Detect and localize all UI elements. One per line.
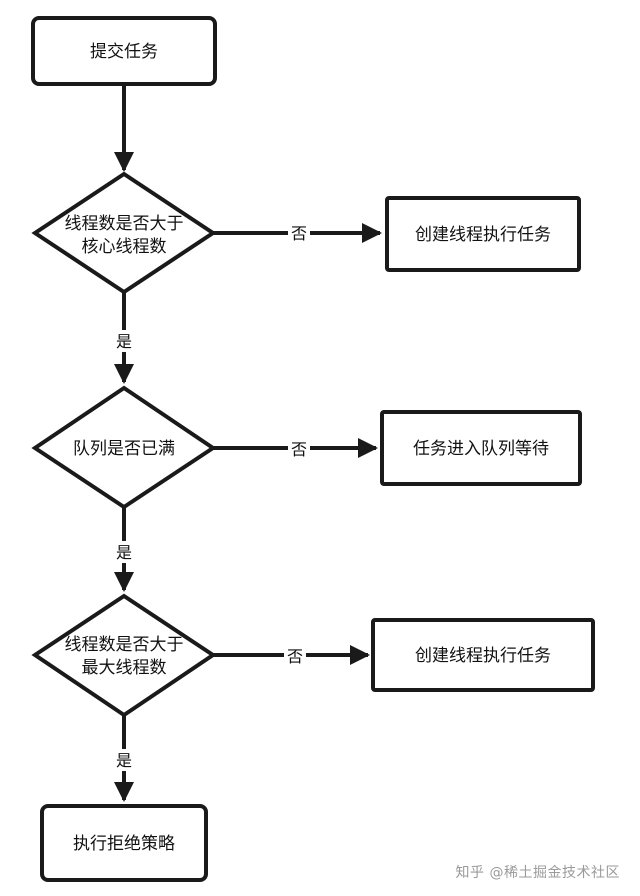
queue-full-decision-label: 队列是否已满 xyxy=(73,439,175,459)
edge-label-bg xyxy=(113,749,135,771)
edge-label-bg xyxy=(284,645,306,665)
reject-policy-label: 执行拒绝策略 xyxy=(73,834,175,854)
create-max-thread-node xyxy=(371,618,595,692)
enqueue-label: 任务进入队列等待 xyxy=(413,439,549,459)
edge-label-bg xyxy=(288,438,310,458)
core-check-yes-label: 是 xyxy=(116,332,132,351)
submit-task-label: 提交任务 xyxy=(90,42,158,62)
enqueue-node xyxy=(380,410,582,486)
create-max-thread-label: 创建线程执行任务 xyxy=(415,646,551,666)
max-check-no-label: 否 xyxy=(287,647,303,666)
create-core-thread-node xyxy=(385,196,581,272)
max-check-yes-label: 是 xyxy=(116,751,132,770)
create-core-thread-label: 创建线程执行任务 xyxy=(415,225,551,245)
edge-label-bg xyxy=(113,330,135,352)
core-threads-decision-label-1: 线程数是否大于 xyxy=(65,214,184,234)
edge-label-bg xyxy=(113,541,135,563)
edge-label-bg xyxy=(288,223,310,243)
max-threads-decision-label-2: 最大线程数 xyxy=(82,658,167,678)
max-threads-decision xyxy=(31,593,217,718)
reject-policy-node xyxy=(40,804,208,882)
max-threads-decision-label-1: 线程数是否大于 xyxy=(65,635,184,655)
watermark: 知乎 @稀土掘金技术社区 xyxy=(455,865,620,881)
core-threads-decision-label-2: 核心线程数 xyxy=(82,237,167,257)
queue-full-no-label: 否 xyxy=(291,440,307,459)
queue-full-yes-label: 是 xyxy=(116,543,132,562)
core-check-no-label: 否 xyxy=(291,224,307,243)
